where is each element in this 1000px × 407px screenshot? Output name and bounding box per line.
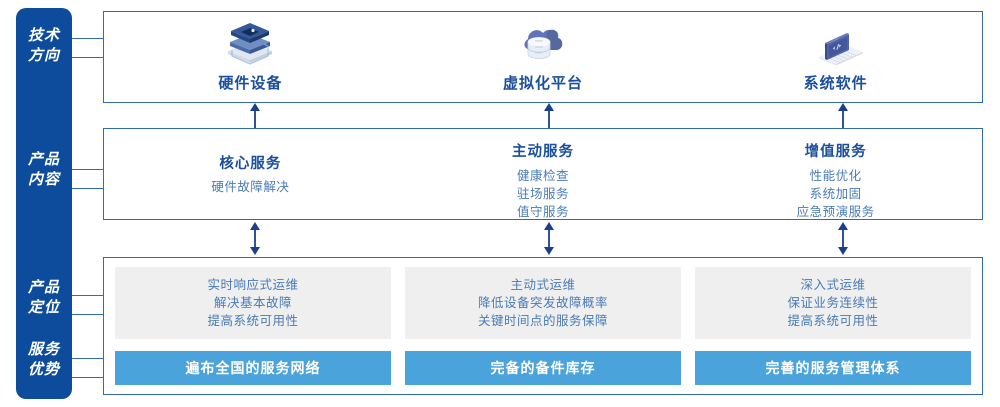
content-title-core-service: 核心服务	[219, 156, 282, 172]
position-box-realtime[interactable]: 实时响应式运维 解决基本故障 提高系统可用性	[115, 267, 391, 339]
position-row: 实时响应式运维 解决基本故障 提高系统可用性 主动式运维 降低设备突发故障概率 …	[115, 267, 971, 339]
position-line: 主动式运维	[510, 278, 576, 292]
position-line: 保证业务连续性	[787, 296, 879, 310]
content-item: 值守服务	[517, 205, 570, 219]
tech-label-virtualization: 虚拟化平台	[503, 74, 584, 92]
position-box-deep[interactable]: 深入式运维 保证业务连续性 提高系统可用性	[695, 267, 971, 339]
content-title-value-added-service: 增值服务	[804, 144, 867, 160]
content-item: 系统加固	[809, 187, 862, 201]
position-line: 实时响应式运维	[207, 278, 299, 292]
rail-label-product-content: 产品 内容	[27, 151, 60, 188]
rail-label-product-position: 产品 定位	[27, 279, 60, 316]
position-line: 提高系统可用性	[787, 314, 879, 328]
connector-stub-tech-bottom	[72, 57, 104, 58]
product-content-section: 核心服务 硬件故障解决 主动服务 健康检查 驻场服务 值守服务 增值服务 性能优…	[103, 128, 983, 220]
arrow-up-virtualization	[543, 103, 555, 128]
arrow-double-core	[249, 222, 261, 255]
advantage-bar-management-system[interactable]: 完善的服务管理体系	[695, 351, 971, 385]
tech-cell-system-software[interactable]: 系统软件	[689, 12, 982, 102]
connector-stub-position-bottom	[72, 314, 104, 315]
content-cell-value-added-service[interactable]: 增值服务 性能优化 系统加固 应急预演服务	[689, 129, 982, 219]
connector-stub-tech-top	[72, 38, 104, 39]
position-box-proactive[interactable]: 主动式运维 降低设备突发故障概率 关键时间点的服务保障	[405, 267, 681, 339]
content-title-active-service: 主动服务	[512, 144, 574, 160]
position-line: 解决基本故障	[213, 296, 292, 310]
tech-cell-virtualization[interactable]: 虚拟化平台	[397, 12, 690, 102]
rail-label-service-advantage: 服务 优势	[27, 341, 60, 378]
connector-stub-content-top	[72, 169, 104, 170]
content-item: 应急预演服务	[796, 205, 875, 219]
content-item: 驻场服务	[517, 187, 570, 201]
content-item: 硬件故障解决	[211, 180, 290, 194]
position-advantage-section: 实时响应式运维 解决基本故障 提高系统可用性 主动式运维 降低设备突发故障概率 …	[103, 257, 983, 395]
tech-cell-hardware[interactable]: 硬件设备	[104, 12, 397, 102]
arrow-up-system-software	[837, 103, 849, 128]
position-line: 关键时间点的服务保障	[477, 314, 608, 328]
rail-label-tech-direction: 技术 方向	[27, 27, 60, 64]
connector-stub-position-top	[72, 295, 104, 296]
tech-label-hardware: 硬件设备	[218, 74, 283, 92]
connector-stub-content-bottom	[72, 188, 104, 189]
position-line: 提高系统可用性	[207, 314, 299, 328]
content-item: 健康检查	[517, 169, 570, 183]
left-rail	[16, 8, 72, 399]
position-line: 降低设备突发故障概率	[477, 296, 608, 310]
tech-direction-section: 硬件设备	[103, 11, 983, 103]
position-line: 深入式运维	[800, 278, 866, 292]
laptop-code-icon	[805, 22, 867, 68]
arrow-up-hardware	[249, 103, 261, 128]
server-stack-icon	[222, 22, 278, 68]
tech-label-system-software: 系统软件	[803, 74, 868, 92]
arrow-double-active	[543, 222, 555, 255]
arrow-double-value-added	[837, 222, 849, 255]
advantage-bar-spare-parts[interactable]: 完备的备件库存	[405, 351, 681, 385]
connector-stub-advantage-bottom	[72, 377, 104, 378]
advantage-bar-service-network[interactable]: 遍布全国的服务网络	[115, 351, 391, 385]
advantage-row: 遍布全国的服务网络 完备的备件库存 完善的服务管理体系	[115, 351, 971, 385]
connector-stub-advantage-top	[72, 358, 104, 359]
content-cell-active-service[interactable]: 主动服务 健康检查 驻场服务 值守服务	[397, 129, 690, 219]
content-cell-core-service[interactable]: 核心服务 硬件故障解决	[104, 129, 397, 219]
cloud-database-icon	[514, 22, 572, 68]
content-item: 性能优化	[809, 169, 862, 183]
